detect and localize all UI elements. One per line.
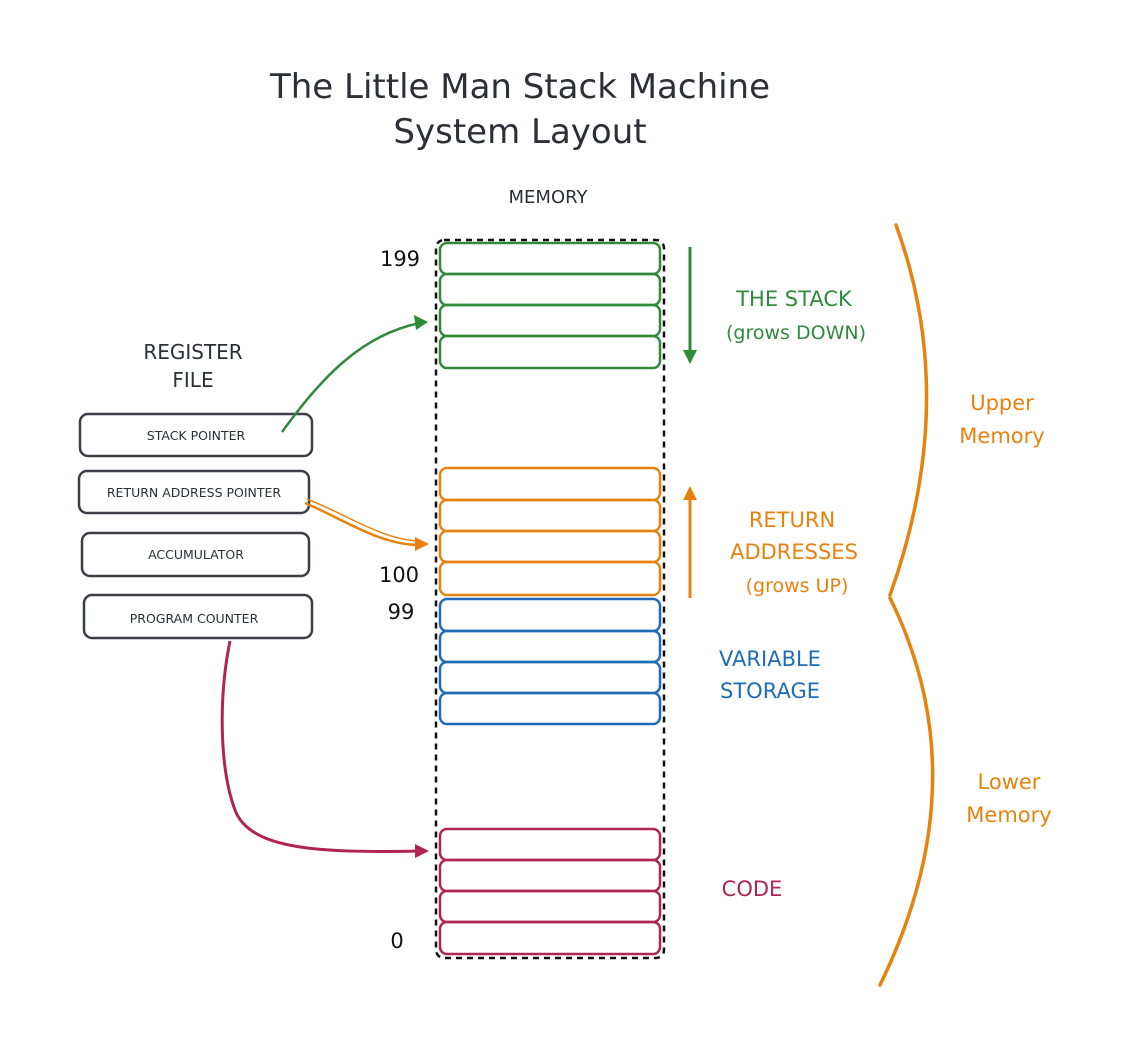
register-box <box>82 593 314 640</box>
arrowhead-icon <box>415 844 429 858</box>
code-cell <box>438 827 662 862</box>
variable-storage-region <box>438 597 662 726</box>
return-address-cell <box>438 498 662 533</box>
register-box <box>80 531 311 578</box>
upper-memory-line-1: Upper <box>970 391 1034 415</box>
register-label: ACCUMULATOR <box>148 547 244 562</box>
return-address-cell <box>438 466 662 502</box>
address-199: 199 <box>380 247 420 271</box>
arrowhead-icon <box>683 350 697 364</box>
return-address-cell <box>438 529 662 564</box>
title-line-1: The Little Man Stack Machine <box>269 67 770 107</box>
code-cell <box>438 889 662 924</box>
lower-memory-line-2: Memory <box>966 803 1051 827</box>
stack-region <box>438 241 662 370</box>
address-0: 0 <box>390 929 403 953</box>
lower-memory-brace <box>878 596 935 987</box>
register-box <box>77 469 311 515</box>
stack-cell <box>438 241 662 276</box>
return-label-line-2: ADDRESSES <box>730 540 858 564</box>
program-counter-arrow <box>220 640 421 853</box>
variable-label-line-2: STORAGE <box>720 679 820 703</box>
arrowhead-icon <box>683 486 697 500</box>
upper-memory-line-2: Memory <box>959 424 1044 448</box>
stack-cell <box>438 334 662 370</box>
upper-memory-brace <box>888 223 929 597</box>
memory-container <box>434 238 666 960</box>
register-label: STACK POINTER <box>147 428 246 443</box>
register-return-address-pointer: RETURN ADDRESS POINTER <box>77 469 311 515</box>
lower-memory-line-1: Lower <box>978 770 1041 794</box>
variable-cell <box>438 597 662 633</box>
return-address-pointer-arrow-stroke <box>306 498 421 542</box>
return-addresses-region <box>438 466 662 597</box>
variable-cell <box>438 660 662 695</box>
variable-cell <box>438 691 662 726</box>
address-100: 100 <box>379 563 419 587</box>
variable-label-line-1: VARIABLE <box>719 647 821 671</box>
register-program-counter: PROGRAM COUNTER <box>82 593 314 640</box>
variable-cell <box>438 629 662 664</box>
code-label: CODE <box>722 877 783 901</box>
stack-cell <box>438 303 662 338</box>
address-99: 99 <box>388 600 415 624</box>
stack-cell <box>438 272 662 307</box>
code-region <box>438 827 662 956</box>
memory-label: MEMORY <box>509 187 589 208</box>
return-address-cell <box>438 560 662 597</box>
register-accumulator: ACCUMULATOR <box>80 531 311 578</box>
stack-label-line-2: (grows DOWN) <box>726 322 866 344</box>
register-label: RETURN ADDRESS POINTER <box>107 485 282 500</box>
register-box <box>78 412 314 458</box>
register-file-heading-line-2: FILE <box>172 368 213 392</box>
code-cell <box>438 858 662 893</box>
register-label: PROGRAM COUNTER <box>130 611 259 626</box>
stack-pointer-arrow <box>280 321 421 433</box>
arrowhead-icon <box>415 537 429 551</box>
register-stack-pointer: STACK POINTER <box>78 412 314 458</box>
return-label-line-3: (grows UP) <box>746 575 849 597</box>
arrowhead-icon <box>414 315 428 330</box>
stack-label-line-1: THE STACK <box>735 287 853 311</box>
register-file-heading-line-1: REGISTER <box>143 340 242 364</box>
code-cell <box>438 920 662 956</box>
return-label-line-1: RETURN <box>749 508 835 532</box>
title-line-2: System Layout <box>393 112 646 152</box>
return-address-pointer-arrow <box>304 501 421 547</box>
